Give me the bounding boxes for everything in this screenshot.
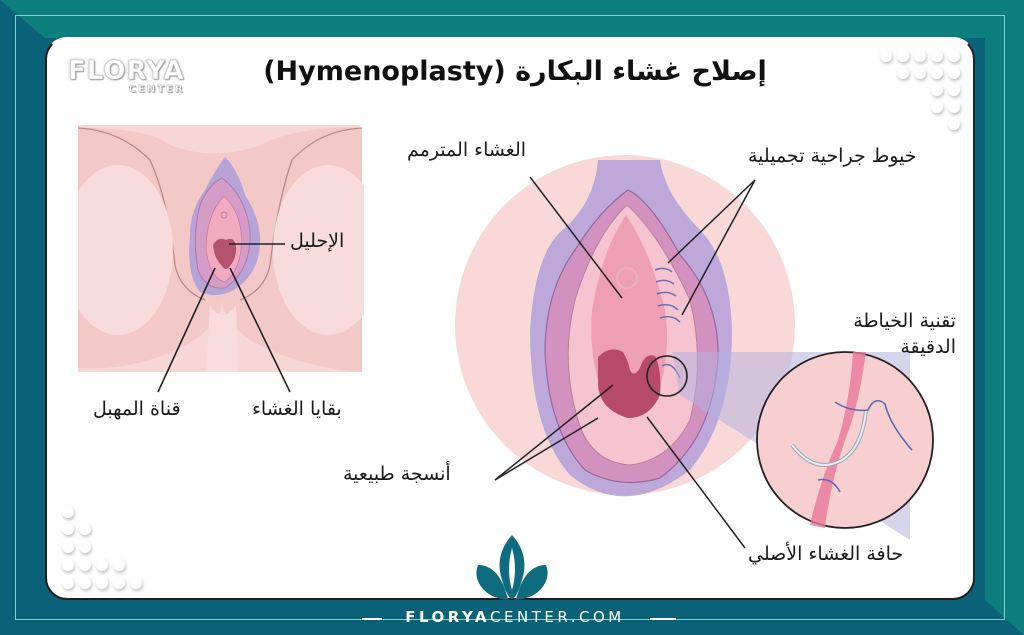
logo-main-text: FLORYA	[68, 56, 185, 86]
label-urethra: الإحليل	[290, 230, 345, 252]
label-original-hymen-edge: حافة الغشاء الأصلي	[748, 543, 904, 565]
label-vaginal-canal: قناة المهبل	[93, 398, 181, 420]
arrow-right-icon	[362, 618, 382, 620]
arrow-left-icon	[650, 618, 676, 620]
website-rest: CENTER.COM	[490, 608, 625, 626]
website-url: FLORYACENTER.COM	[380, 608, 650, 626]
label-cosmetic-sutures: خيوط جراحية تجميلية	[748, 145, 917, 167]
label-fine-suture-technique-1: تقنية الخياطة	[853, 310, 956, 332]
label-restored-hymen: الغشاء المترمم	[407, 139, 527, 161]
page-title: إصلاح غشاء البكارة (Hymenoplasty)	[263, 56, 767, 87]
brand-logo: FLORYA CENTER	[68, 56, 185, 96]
left-anatomy-diagram	[78, 125, 364, 393]
label-fine-suture-technique-2: الدقيقة	[900, 336, 956, 358]
right-anatomy-diagram	[455, 155, 934, 549]
frame-inner-line	[15, 15, 1005, 620]
label-natural-tissue: أنسجة طبيعية	[343, 463, 451, 485]
label-hymen-remnants: بقايا الغشاء	[252, 398, 342, 420]
lotus-logo-icon	[476, 535, 548, 600]
logo-sub-text: CENTER	[128, 84, 185, 95]
website-bold: FLORYA	[405, 608, 491, 626]
